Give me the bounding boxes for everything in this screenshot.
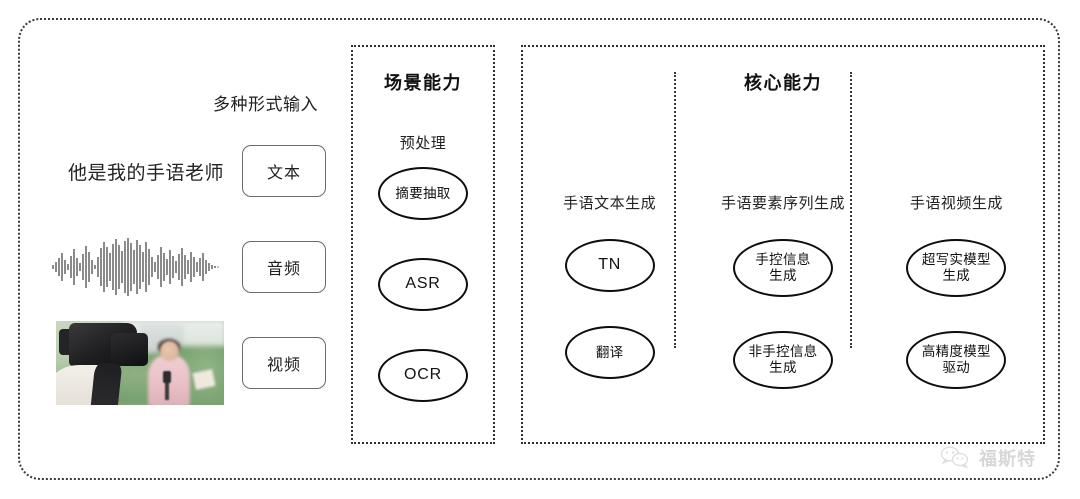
core-column-divider-2: [850, 72, 852, 348]
core-node-tn[interactable]: TN: [564, 239, 655, 292]
core-column-heading-1: 手语文本生成: [563, 195, 657, 212]
input-chip-text[interactable]: 文本: [242, 145, 326, 197]
outer-dotted-frame: [18, 18, 1060, 480]
input-section: 多种形式输入 他是我的手语老师 文本: [36, 90, 326, 420]
core-column-divider-1: [674, 72, 676, 348]
scene-panel-subtitle: 预处理: [399, 135, 447, 152]
input-section-heading: 多种形式输入: [213, 95, 318, 114]
core-column-2-nodes: 手控信息生成 非手控信息生成: [732, 239, 833, 389]
core-node-high-precision-model-driving[interactable]: 高精度模型驱动: [906, 331, 1007, 389]
core-capability-panel: 核心能力 手语文本生成 TN 翻译 手语要素序列生成 手控信息生成 非手控信息生…: [521, 45, 1045, 444]
core-node-photorealistic-model-generation[interactable]: 超写实模型生成: [906, 239, 1007, 297]
scene-panel-title: 场景能力: [384, 73, 462, 93]
core-node-manual-info-generation[interactable]: 手控信息生成: [732, 239, 833, 297]
wechat-chat-bubble-icon: [940, 446, 969, 469]
input-row-text: 他是我的手语老师 文本: [36, 132, 326, 210]
core-column-1-nodes: TN 翻译: [564, 239, 655, 379]
scene-node-list: 摘要抽取 ASR OCR: [353, 167, 493, 402]
core-node-non-manual-info-generation[interactable]: 非手控信息生成: [732, 331, 833, 389]
core-panel-title: 核心能力: [744, 73, 822, 93]
audio-waveform-icon: [52, 238, 219, 296]
scene-node-ocr[interactable]: OCR: [378, 349, 468, 402]
core-node-translation[interactable]: 翻译: [564, 326, 655, 379]
scene-node-asr[interactable]: ASR: [378, 258, 468, 311]
core-column-heading-2: 手语要素序列生成: [720, 195, 845, 212]
input-chip-video[interactable]: 视频: [242, 337, 326, 389]
input-row-audio: 音频: [36, 228, 326, 306]
video-thumbnail: [56, 321, 224, 405]
scene-capability-panel: 场景能力 预处理 摘要抽取 ASR OCR: [351, 45, 495, 444]
input-row-video: 视频: [36, 321, 326, 405]
core-column-heading-3: 手语视频生成: [909, 195, 1003, 212]
input-chip-audio[interactable]: 音频: [242, 241, 326, 293]
core-column-sign-text-generation: 手语文本生成 TN 翻译: [523, 152, 696, 442]
watermark: 福斯特: [938, 445, 1036, 471]
scene-node-summary-extraction[interactable]: 摘要抽取: [378, 167, 468, 220]
text-sample: 他是我的手语老师: [67, 162, 224, 184]
core-column-3-nodes: 超写实模型生成 高精度模型驱动: [906, 239, 1007, 389]
core-column-sign-element-sequence-generation: 手语要素序列生成 手控信息生成 非手控信息生成: [696, 152, 869, 442]
watermark-text: 福斯特: [979, 449, 1036, 469]
core-column-group: 手语文本生成 TN 翻译 手语要素序列生成 手控信息生成 非手控信息生成 手语视…: [523, 152, 1043, 442]
core-column-sign-video-generation: 手语视频生成 超写实模型生成 高精度模型驱动: [870, 152, 1043, 442]
